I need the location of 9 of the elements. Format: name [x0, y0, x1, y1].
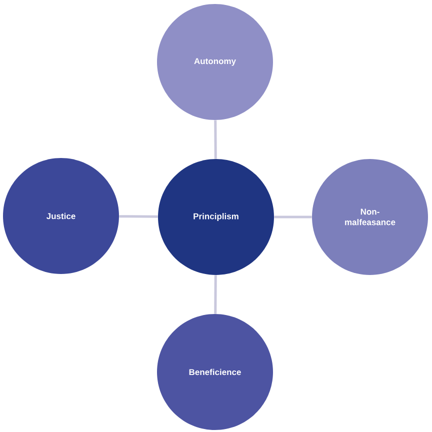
connector-line: [119, 215, 158, 218]
circle-node: Principlism: [158, 159, 274, 275]
connector-line: [274, 216, 312, 218]
circle-node: Autonomy: [157, 4, 273, 120]
connector-line: [214, 275, 217, 314]
circle-node: Non-malfeasance: [312, 159, 428, 275]
connector-line: [214, 120, 217, 159]
circle-node: Beneficience: [157, 314, 273, 430]
circle-node: Justice: [3, 158, 119, 274]
